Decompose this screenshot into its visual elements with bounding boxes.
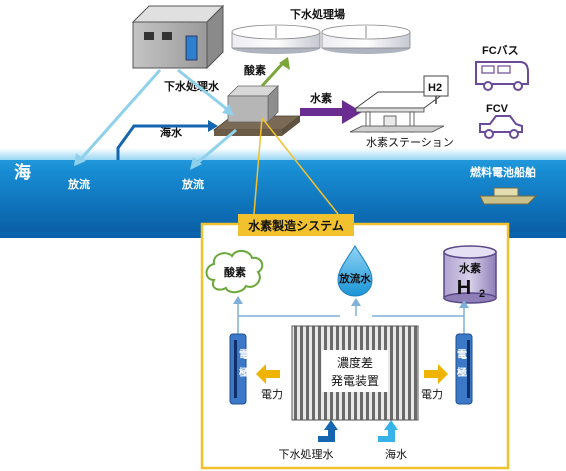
seawater-label: 海水 — [160, 125, 183, 139]
power-arrow-right — [424, 364, 448, 384]
fuel-cell-ship-label: 燃料電池船舶 — [469, 165, 536, 179]
system-title-badge — [238, 214, 354, 236]
electrode-right — [455, 333, 473, 405]
droplet-icon — [337, 245, 373, 297]
intake-arrow — [116, 120, 218, 160]
power-left-label: 電力 — [261, 388, 283, 401]
cloud-icon — [205, 250, 264, 294]
generator-unit-icon — [212, 85, 302, 136]
electrode-right-label-1: 電 — [457, 349, 467, 361]
treated-water-label: 下水処理水 — [164, 79, 220, 93]
sewage-plant-label: 下水処理場 — [290, 7, 345, 21]
hydrogen-symbol: H — [457, 277, 471, 299]
system-connector-lines — [253, 117, 339, 215]
system-title: 水素製造システム — [248, 218, 344, 233]
oxygen-label: 酸素 — [244, 63, 266, 77]
input-seawater-arrow — [378, 420, 398, 442]
device-line2: 発電装置 — [331, 374, 379, 388]
hydrogen-arrow — [300, 100, 362, 124]
discharge-2-label: 放流 — [181, 177, 204, 191]
car-icon — [479, 115, 523, 139]
electrode-left-label-2: 極 — [239, 366, 249, 379]
input-seawater-label: 海水 — [385, 447, 407, 461]
electrode-left — [229, 333, 247, 405]
hydrogen-station-icon — [349, 75, 449, 133]
hydrogen-station-label: 水素ステーション — [366, 136, 454, 149]
hydrogen-tank-label: 水素 — [459, 261, 481, 275]
device-line1: 濃度差 — [337, 355, 373, 370]
discharge-arrows — [74, 68, 237, 170]
electrode-right-label-2: 極 — [457, 366, 467, 379]
sea-label: 海 — [14, 162, 31, 182]
ship-icon — [479, 187, 538, 205]
tank-icon — [443, 245, 497, 304]
system-oxygen-label: 酸素 — [224, 265, 246, 279]
building-icon — [131, 4, 225, 70]
fcv-label: FCV — [486, 103, 509, 115]
flow-arrow-hydrogen — [459, 300, 469, 308]
discharge-1-label: 放流 — [67, 177, 90, 191]
concentration-generator — [291, 325, 419, 421]
power-arrow-left — [256, 364, 280, 384]
flow-arrow-oxygen — [233, 296, 243, 304]
h2-sign-label: H2 — [428, 82, 442, 94]
input-treated-water-label: 下水処理水 — [279, 448, 334, 461]
power-right-label: 電力 — [421, 388, 443, 401]
flow-arrow-discharge — [351, 298, 361, 306]
hydrogen-label: 水素 — [310, 91, 332, 105]
bus-icon — [475, 61, 529, 91]
settling-tank-icon — [231, 24, 411, 54]
discharge-water-label: 放流水 — [338, 272, 371, 285]
fc-bus-label: FCバス — [482, 44, 519, 57]
input-treated-water-arrow — [318, 420, 338, 442]
hydrogen-subscript: 2 — [479, 288, 485, 300]
oxygen-arrow — [260, 57, 290, 88]
electrode-left-label-1: 電 — [239, 349, 249, 361]
